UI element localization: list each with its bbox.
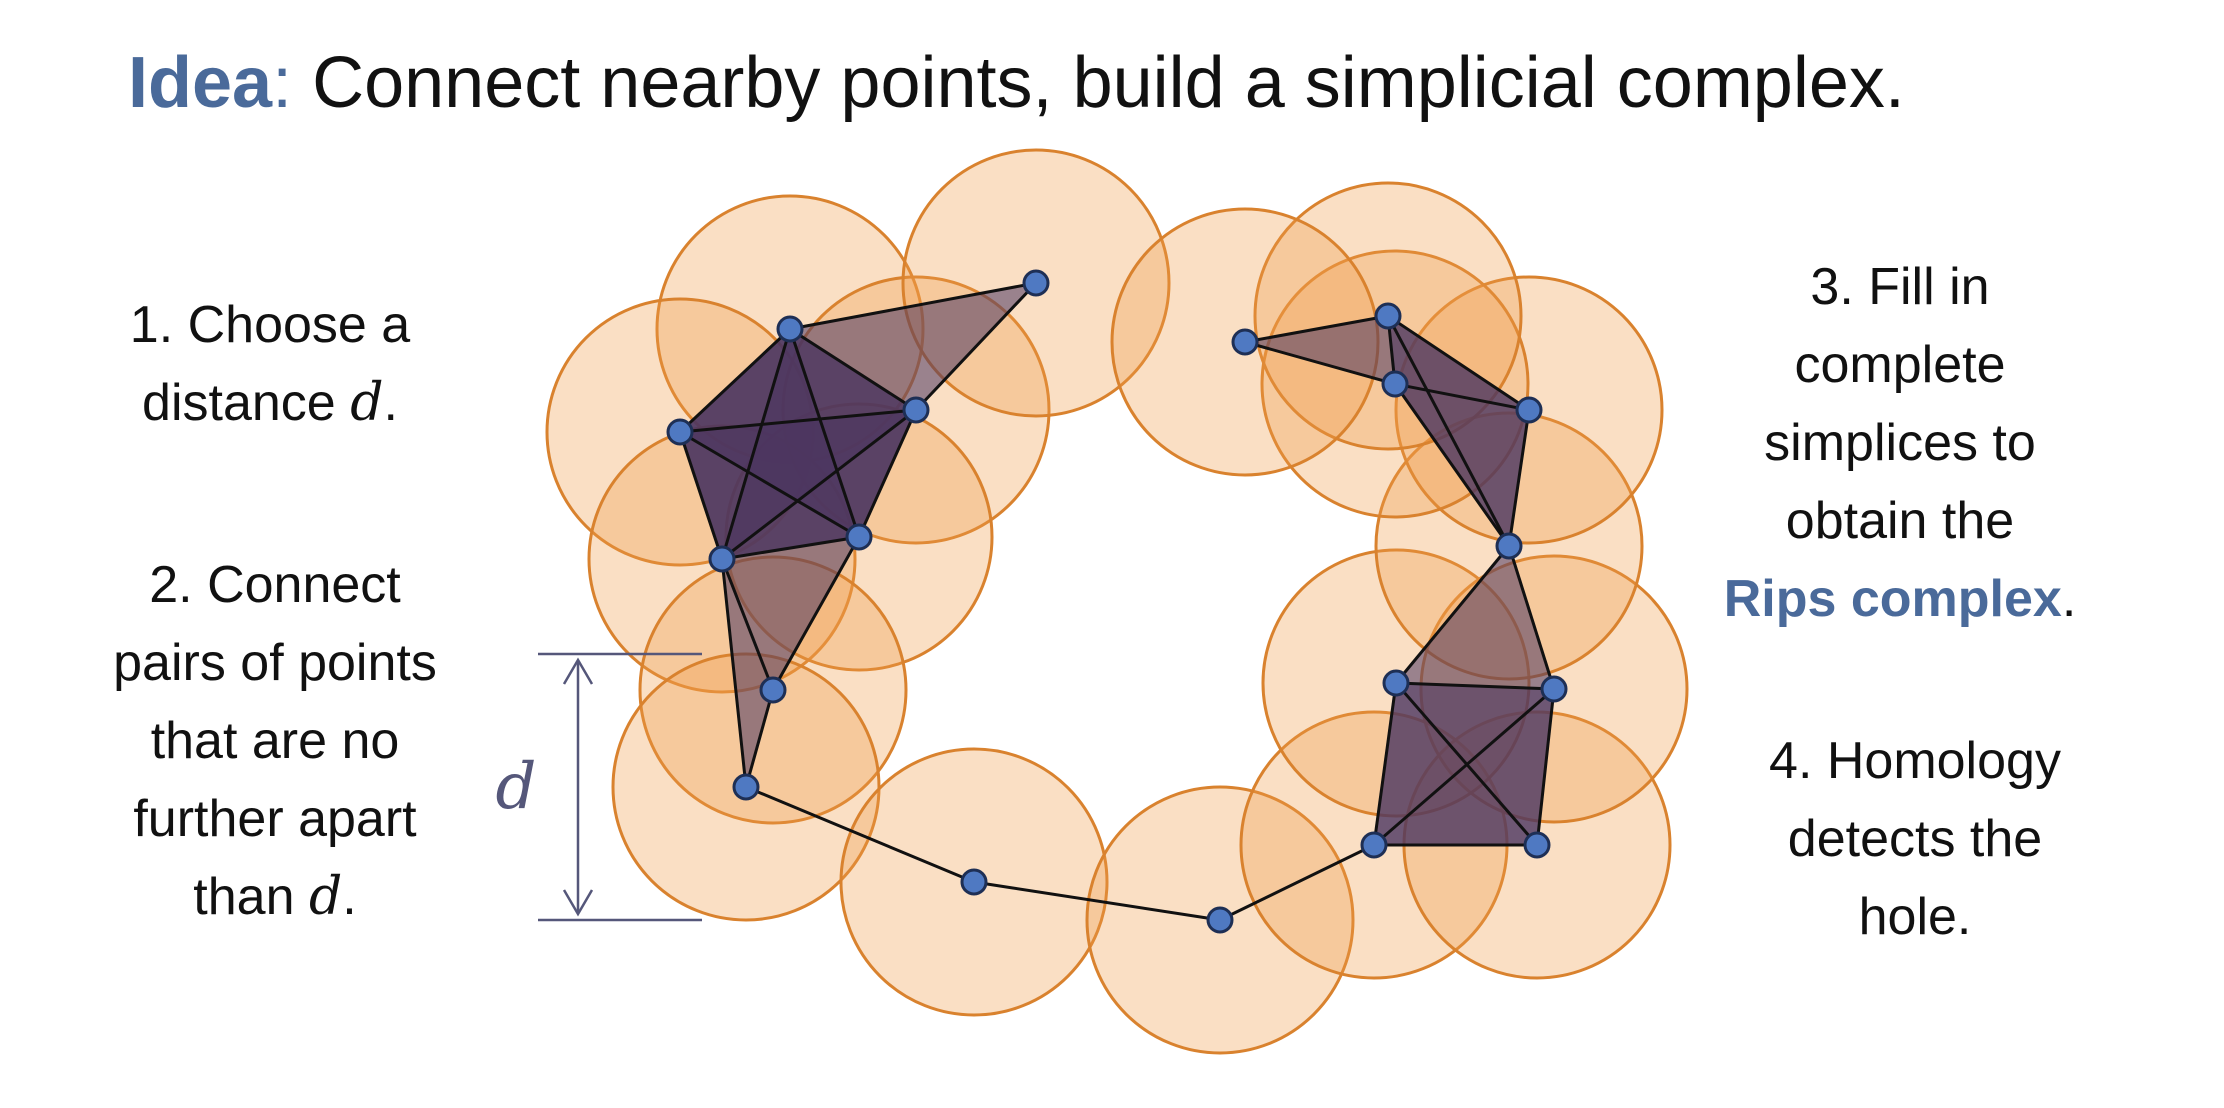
edge-2: [789, 327, 917, 412]
edge-8: [721, 408, 917, 561]
title-keyword: Idea: [128, 43, 273, 123]
step-3-line-4: obtain the: [1785, 492, 2015, 550]
simplex-triangle-18: [1396, 546, 1554, 689]
step-2-line-2: pairs of points: [113, 634, 437, 692]
step-3-text: 3. Fill in complete simplices to obtain …: [1700, 248, 2100, 638]
edge-10: [721, 535, 860, 561]
step-1-line-1: 1. Choose a: [129, 296, 411, 354]
data-point-5: [845, 523, 873, 551]
simplex-triangle-23: [1245, 316, 1395, 384]
edge-7: [679, 430, 860, 539]
edge-32: [1387, 314, 1530, 412]
edge-3: [720, 328, 792, 560]
edge-14: [771, 536, 861, 691]
edge-35: [1244, 340, 1396, 386]
data-point-13: [1540, 675, 1568, 703]
data-point-6: [1022, 269, 1050, 297]
step-4-line-3: hole.: [1858, 888, 1972, 946]
data-point-7: [759, 676, 787, 704]
step-2-line-5: than d.: [193, 867, 357, 927]
step-2-line-3: that are no: [150, 712, 400, 770]
step-1-line-2: distance d.: [142, 373, 398, 433]
edge-16: [720, 558, 748, 788]
edge-4: [788, 328, 861, 538]
edge-28: [1507, 409, 1531, 547]
data-point-15: [1495, 532, 1523, 560]
edge-19: [1219, 843, 1375, 922]
step-1-text: 1. Choose a distance d.: [100, 286, 440, 442]
step-3-line-3: simplices to: [1764, 414, 2036, 472]
edge-9: [857, 409, 918, 538]
simplex-triangle-13: [722, 559, 773, 787]
step-2-line-1: 2. Connect: [149, 556, 401, 614]
edge-30: [1386, 315, 1511, 547]
edge-15: [744, 689, 775, 788]
data-point-18: [1374, 302, 1402, 330]
data-point-12: [1523, 831, 1551, 859]
dimension-arrowhead-bottom: [562, 889, 594, 917]
data-point-14: [1382, 669, 1410, 697]
slide-title: Idea: Connect nearby points, build a sim…: [128, 43, 1905, 123]
step-3-line-2: complete: [1794, 336, 2006, 394]
edge-18: [973, 880, 1221, 922]
data-point-19: [1231, 328, 1259, 356]
simplex-triangle-12: [722, 537, 859, 690]
title-separator: :: [272, 43, 293, 123]
point-layer: [666, 269, 1568, 934]
edge-11: [789, 281, 1037, 331]
edge-34: [1244, 314, 1389, 344]
data-point-9: [960, 868, 988, 896]
dimension-label: d: [496, 750, 537, 824]
data-point-11: [1360, 831, 1388, 859]
dimension-arrowhead-top: [562, 657, 594, 685]
data-point-2: [666, 418, 694, 446]
step-4-text: 4. Homology detects the hole.: [1720, 722, 2110, 956]
edge-21: [1373, 687, 1555, 847]
step-4-line-1: 4. Homology: [1769, 732, 2061, 790]
simplex-triangle-11: [790, 283, 1036, 410]
edge-27: [1507, 545, 1556, 690]
distance-dimension: d: [496, 652, 702, 922]
data-point-1: [776, 315, 804, 343]
edge-25: [1395, 681, 1555, 691]
rips-complex-term: Rips complex: [1723, 570, 2062, 628]
edge-1: [678, 327, 792, 434]
step-3-line-5: Rips complex.: [1723, 570, 2077, 628]
edge-31: [1394, 382, 1530, 412]
step-3-line-1: 3. Fill in: [1810, 258, 1990, 316]
edge-17: [745, 785, 975, 884]
data-point-8: [732, 773, 760, 801]
edge-26: [1394, 545, 1511, 684]
data-point-4: [708, 545, 736, 573]
edge-6: [678, 431, 724, 560]
title-text: Connect nearby points, build a simplicia…: [292, 43, 1905, 123]
edge-22: [1372, 682, 1398, 846]
edge-24: [1394, 682, 1539, 846]
edge-23: [1535, 688, 1556, 846]
data-point-17: [1381, 370, 1409, 398]
step-4-line-2: detects the: [1787, 810, 2043, 868]
edge-13: [720, 558, 775, 691]
step-2-line-4: further apart: [133, 790, 417, 848]
data-point-3: [902, 396, 930, 424]
data-point-16: [1515, 396, 1543, 424]
edge-5: [679, 408, 917, 434]
data-point-10: [1206, 906, 1234, 934]
step-2-text: 2. Connect pairs of points that are no f…: [60, 546, 490, 936]
edge-12: [914, 281, 1038, 412]
edge-29: [1393, 383, 1511, 547]
edge-layer: [678, 281, 1556, 922]
